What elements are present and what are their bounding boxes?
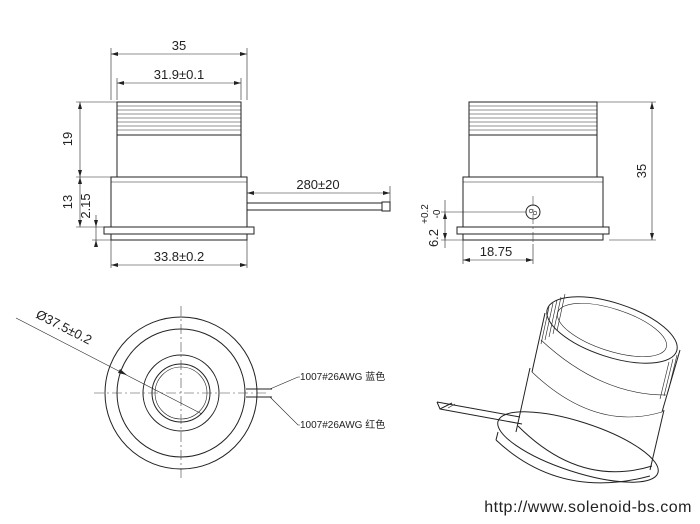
dim-thread-diameter: 31.9±0.1 [154,67,205,82]
dim-upper-height: 19 [60,132,75,146]
dim-flange-height: 2.15 [78,193,93,218]
dim-hole-tol-upper: +0.2 [420,204,431,224]
dim-lead-length: 280±20 [296,177,339,192]
wire-label-blue: 1007#26AWG 蓝色 [300,370,385,383]
dim-hole-position: 18.75 [480,244,513,259]
dim-hole-tol-lower: -0 [432,209,443,218]
dim-flange-diameter: Ø37.5±0.2 [34,307,95,348]
watermark-url: http://www.solenoid-bs.com [484,499,692,516]
front-view: 35 31.9±0.1 [60,38,391,268]
side-view: 35 6.2 +0.2 -0 18.75 [420,101,656,264]
dim-hole-offset: 6.2 [426,229,441,247]
isometric-view [436,293,681,484]
top-view: Ø37.5±0.2 1007#26AWG 蓝色 1007#26AWG 红色 [15,306,385,480]
wire-label-red: 1007#26AWG 红色 [300,418,385,431]
dim-base-diameter: 33.8±0.2 [154,249,205,264]
dim-overall-width: 35 [172,38,186,53]
dim-lower-height: 13 [60,195,75,209]
dim-overall-height: 35 [634,164,649,178]
side-thread-lines [469,105,597,131]
thread-lines [117,105,241,131]
